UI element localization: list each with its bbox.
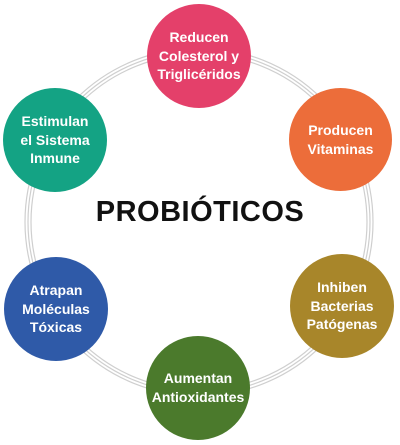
node-label: Aumentan Antioxidantes <box>151 370 245 405</box>
node-aumentan-antioxidantes: Aumentan Antioxidantes <box>146 336 250 440</box>
node-label: Estimulan el Sistema Inmune <box>20 112 90 167</box>
node-reducen-colesterol: Reducen Colesterol y Triglicéridos <box>147 4 251 108</box>
node-label: Atrapan Moléculas Tóxicas <box>22 281 90 336</box>
node-producen-vitaminas: Producen Vitaminas <box>289 88 392 191</box>
center-title: PROBIÓTICOS <box>95 196 305 228</box>
node-atrapan-moleculas: Atrapan Moléculas Tóxicas <box>4 257 108 361</box>
node-inhiben-bacterias: Inhiben Bacterias Patógenas <box>290 254 394 358</box>
node-label: Producen Vitaminas <box>307 121 374 157</box>
node-estimulan-sistema: Estimulan el Sistema Inmune <box>3 88 107 192</box>
node-label: Reducen Colesterol y Triglicéridos <box>157 28 241 83</box>
node-label: Inhiben Bacterias Patógenas <box>306 278 378 333</box>
